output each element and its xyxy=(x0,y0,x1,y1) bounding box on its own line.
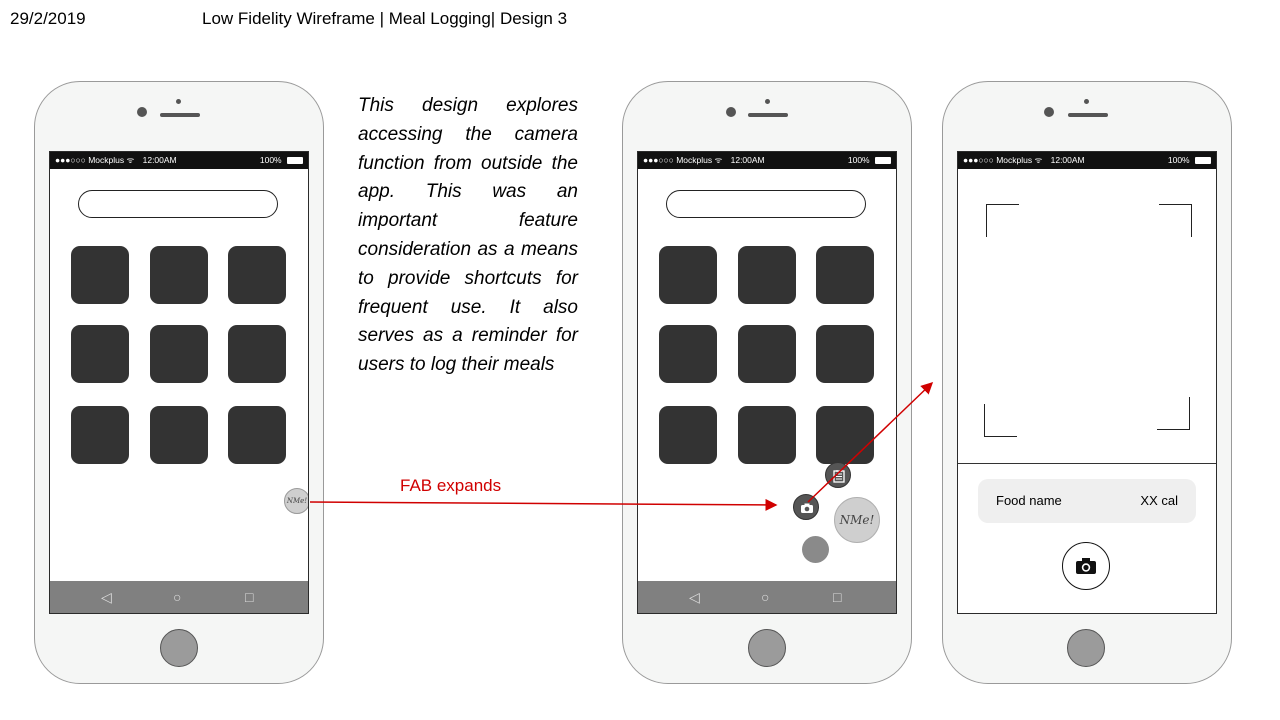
fab-logo-button-expanded[interactable]: NMe! xyxy=(834,497,880,543)
home-icon[interactable]: ○ xyxy=(173,589,182,605)
app-icon[interactable] xyxy=(150,325,208,383)
phone-camera-dot xyxy=(1044,107,1054,117)
back-icon[interactable]: ◁ xyxy=(689,589,700,605)
capture-button[interactable] xyxy=(1062,542,1110,590)
app-icon[interactable] xyxy=(71,325,129,383)
notepad-icon xyxy=(833,470,845,483)
status-time: 12:00AM xyxy=(730,155,765,165)
app-icon[interactable] xyxy=(150,406,208,464)
signal-icon: ●●●○○○ xyxy=(55,155,86,165)
status-bar: ●●●○○○ Mockplus ᯤ 12:00AM 100% xyxy=(50,152,308,169)
viewfinder-corner-bottom-left xyxy=(984,404,1017,437)
camera-panel-divider xyxy=(958,463,1216,464)
recent-apps-icon[interactable]: □ xyxy=(833,589,842,605)
fab-expands-label: FAB expands xyxy=(400,476,502,495)
phone-sensor xyxy=(1084,99,1089,104)
status-bar: ●●●○○○ Mockplus ᯤ 12:00AM 100% xyxy=(638,152,896,169)
battery-label: 100% xyxy=(259,155,282,165)
carrier-label: Mockplus xyxy=(996,155,1033,165)
android-nav-bar: ◁ ○ □ xyxy=(638,581,896,613)
phone-sensor xyxy=(176,99,181,104)
app-icon[interactable] xyxy=(738,406,796,464)
fab-extra-option[interactable] xyxy=(802,536,829,563)
app-icon[interactable] xyxy=(816,246,874,304)
phone-home-button[interactable] xyxy=(160,629,198,667)
phone-camera-dot xyxy=(137,107,147,117)
battery-icon xyxy=(875,157,891,165)
app-icon[interactable] xyxy=(816,406,874,464)
food-calories-label: XX cal xyxy=(1140,493,1178,508)
app-icon[interactable] xyxy=(738,246,796,304)
camera-icon xyxy=(801,503,813,513)
status-time: 12:00AM xyxy=(142,155,177,165)
signal-icon: ●●●○○○ xyxy=(963,155,994,165)
carrier-label: Mockplus xyxy=(676,155,713,165)
wifi-icon: ᯤ xyxy=(126,155,135,165)
viewfinder-corner-top-left xyxy=(986,204,1019,237)
wifi-icon: ᯤ xyxy=(714,155,723,165)
home-icon[interactable]: ○ xyxy=(761,589,770,605)
search-bar[interactable] xyxy=(666,190,866,218)
food-name-label: Food name xyxy=(996,493,1062,508)
header-title: Low Fidelity Wireframe | Meal Logging| D… xyxy=(202,9,568,28)
home-screen: ●●●○○○ Mockplus ᯤ 12:00AM 100% NMe! ◁ ○ … xyxy=(49,151,309,614)
app-icon[interactable] xyxy=(738,325,796,383)
android-nav-bar: ◁ ○ □ xyxy=(50,581,308,613)
app-icon[interactable] xyxy=(659,406,717,464)
home-screen-fab-expanded: ●●●○○○ Mockplus ᯤ 12:00AM 100% xyxy=(637,151,897,614)
viewfinder-corner-top-right xyxy=(1159,204,1192,237)
search-bar[interactable] xyxy=(78,190,278,218)
back-icon[interactable]: ◁ xyxy=(101,589,112,605)
status-bar: ●●●○○○ Mockplus ᯤ 12:00AM 100% xyxy=(958,152,1216,169)
app-icon[interactable] xyxy=(71,406,129,464)
app-icon[interactable] xyxy=(228,246,286,304)
signal-icon: ●●●○○○ xyxy=(643,155,674,165)
camera-fab[interactable] xyxy=(793,494,819,520)
log-notes-fab[interactable] xyxy=(825,462,851,488)
app-icon[interactable] xyxy=(816,325,874,383)
viewfinder-corner-bottom-right xyxy=(1157,397,1190,430)
battery-label: 100% xyxy=(847,155,870,165)
app-icon[interactable] xyxy=(659,325,717,383)
camera-screen: ●●●○○○ Mockplus ᯤ 12:00AM 100% Food name… xyxy=(957,151,1217,614)
battery-label: 100% xyxy=(1167,155,1190,165)
camera-icon xyxy=(1076,558,1096,574)
status-time: 12:00AM xyxy=(1050,155,1085,165)
app-icon[interactable] xyxy=(150,246,208,304)
app-icon[interactable] xyxy=(228,406,286,464)
phone-speaker xyxy=(748,113,788,117)
battery-icon xyxy=(1195,157,1211,165)
phone-home-button[interactable] xyxy=(748,629,786,667)
phone-camera-dot xyxy=(726,107,736,117)
design-description: This design explores accessing the camer… xyxy=(358,95,578,376)
header-date: 29/2/2019 xyxy=(10,9,86,28)
phone-speaker xyxy=(1068,113,1108,117)
food-result-card[interactable]: Food name XX cal xyxy=(978,479,1196,523)
recent-apps-icon[interactable]: □ xyxy=(245,589,254,605)
fab-logo-button[interactable]: NMe! xyxy=(284,488,308,514)
battery-icon xyxy=(287,157,303,165)
app-icon[interactable] xyxy=(71,246,129,304)
wifi-icon: ᯤ xyxy=(1034,155,1043,165)
phone-sensor xyxy=(765,99,770,104)
app-icon[interactable] xyxy=(659,246,717,304)
app-icon[interactable] xyxy=(228,325,286,383)
phone-home-button[interactable] xyxy=(1067,629,1105,667)
phone-speaker xyxy=(160,113,200,117)
carrier-label: Mockplus xyxy=(88,155,125,165)
